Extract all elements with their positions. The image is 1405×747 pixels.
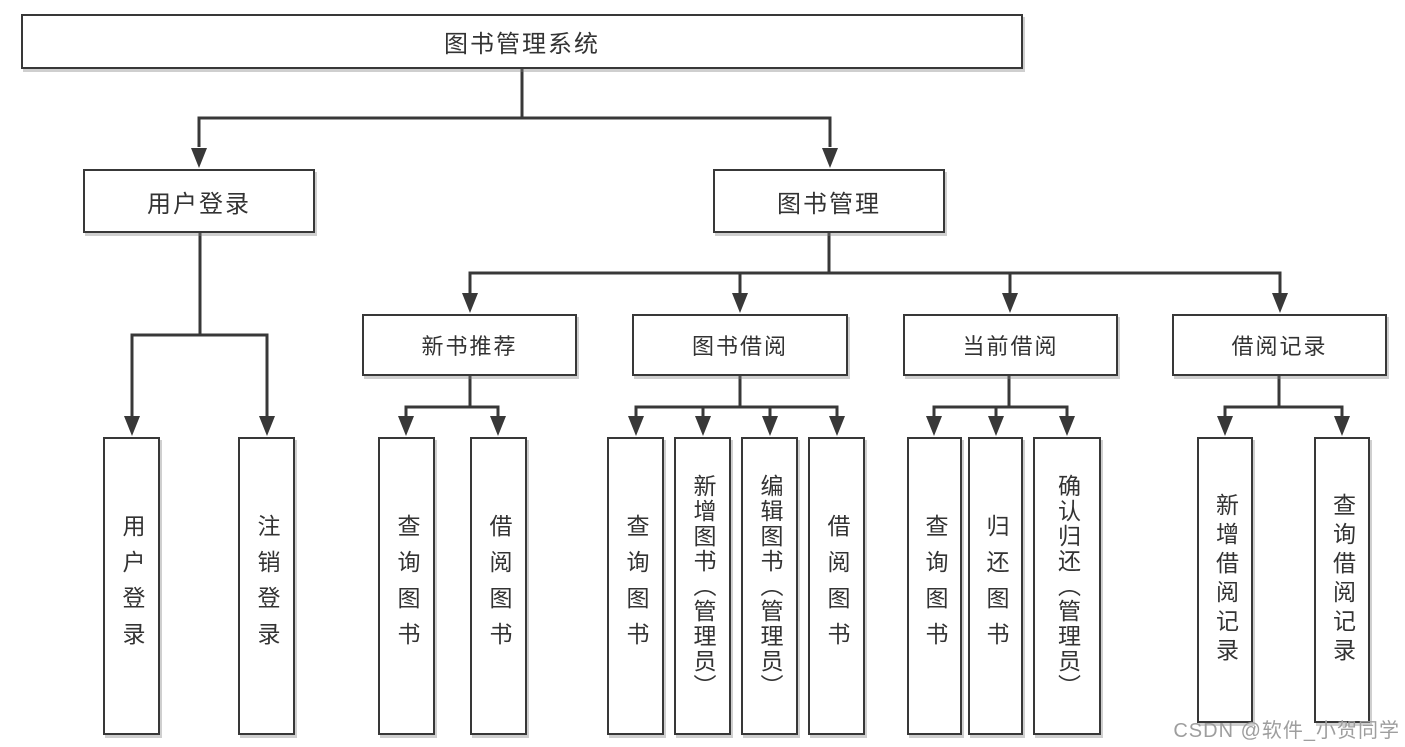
arrow-down-icon (398, 416, 414, 436)
arrow-down-icon (732, 293, 748, 313)
leaf-logout: 注销登录 (238, 437, 295, 735)
leaf-edit-books-admin: 编辑图书（管理员） (741, 437, 798, 735)
leaf-return-books: 归还图书 (968, 437, 1023, 735)
leaf-add-borrow-record: 新增借阅记录 (1197, 437, 1253, 723)
arrow-down-icon (124, 416, 140, 436)
leaf-query-books-current: 查询图书 (907, 437, 962, 735)
node-borrow-records: 借阅记录 (1172, 314, 1387, 376)
leaf-user-login: 用户登录 (103, 437, 160, 735)
arrow-down-icon (1272, 293, 1288, 313)
leaf-query-books-borrow: 查询图书 (607, 437, 664, 735)
leaf-query-borrow-record: 查询借阅记录 (1314, 437, 1370, 723)
node-book-management-system: 图书管理系统 (21, 14, 1023, 69)
arrow-down-icon (1059, 416, 1075, 436)
node-current-borrow: 当前借阅 (903, 314, 1118, 376)
arrowheads (124, 148, 1350, 436)
leaf-query-books-recommend: 查询图书 (378, 437, 435, 735)
connector-records-to-leaves (1223, 376, 1344, 416)
arrow-down-icon (259, 416, 275, 436)
connector-current-to-leaves (932, 376, 1069, 416)
arrow-down-icon (988, 416, 1004, 436)
arrow-down-icon (829, 416, 845, 436)
connector-borrow-to-leaves (634, 376, 839, 416)
arrow-down-icon (926, 416, 942, 436)
node-user-login: 用户登录 (83, 169, 315, 233)
arrow-down-icon (462, 293, 478, 313)
connector-recommend-to-leaves (404, 376, 500, 416)
arrow-down-icon (1217, 416, 1233, 436)
leaf-add-books-admin: 新增图书（管理员） (674, 437, 731, 735)
arrow-down-icon (695, 416, 711, 436)
arrow-down-icon (191, 148, 207, 168)
arrow-down-icon (628, 416, 644, 436)
leaf-confirm-return-admin: 确认归还（管理员） (1033, 437, 1101, 735)
connector-root-to-level2 (197, 69, 832, 147)
arrow-down-icon (1002, 293, 1018, 313)
arrow-down-icon (822, 148, 838, 168)
connector-paths (130, 69, 1344, 416)
arrow-down-icon (1334, 416, 1350, 436)
arrow-down-icon (762, 416, 778, 436)
leaf-borrow-books-recommend: 借阅图书 (470, 437, 527, 735)
node-book-borrow: 图书借阅 (632, 314, 848, 376)
connector-bookmgmt-to-level3 (468, 233, 1282, 293)
csdn-watermark: CSDN @软件_小贺同学 (1173, 720, 1400, 742)
node-new-book-recommend: 新书推荐 (362, 314, 577, 376)
leaf-borrow-books: 借阅图书 (808, 437, 865, 735)
connector-userlogin-to-leaves (130, 233, 269, 416)
arrow-down-icon (490, 416, 506, 436)
node-book-management: 图书管理 (713, 169, 945, 233)
